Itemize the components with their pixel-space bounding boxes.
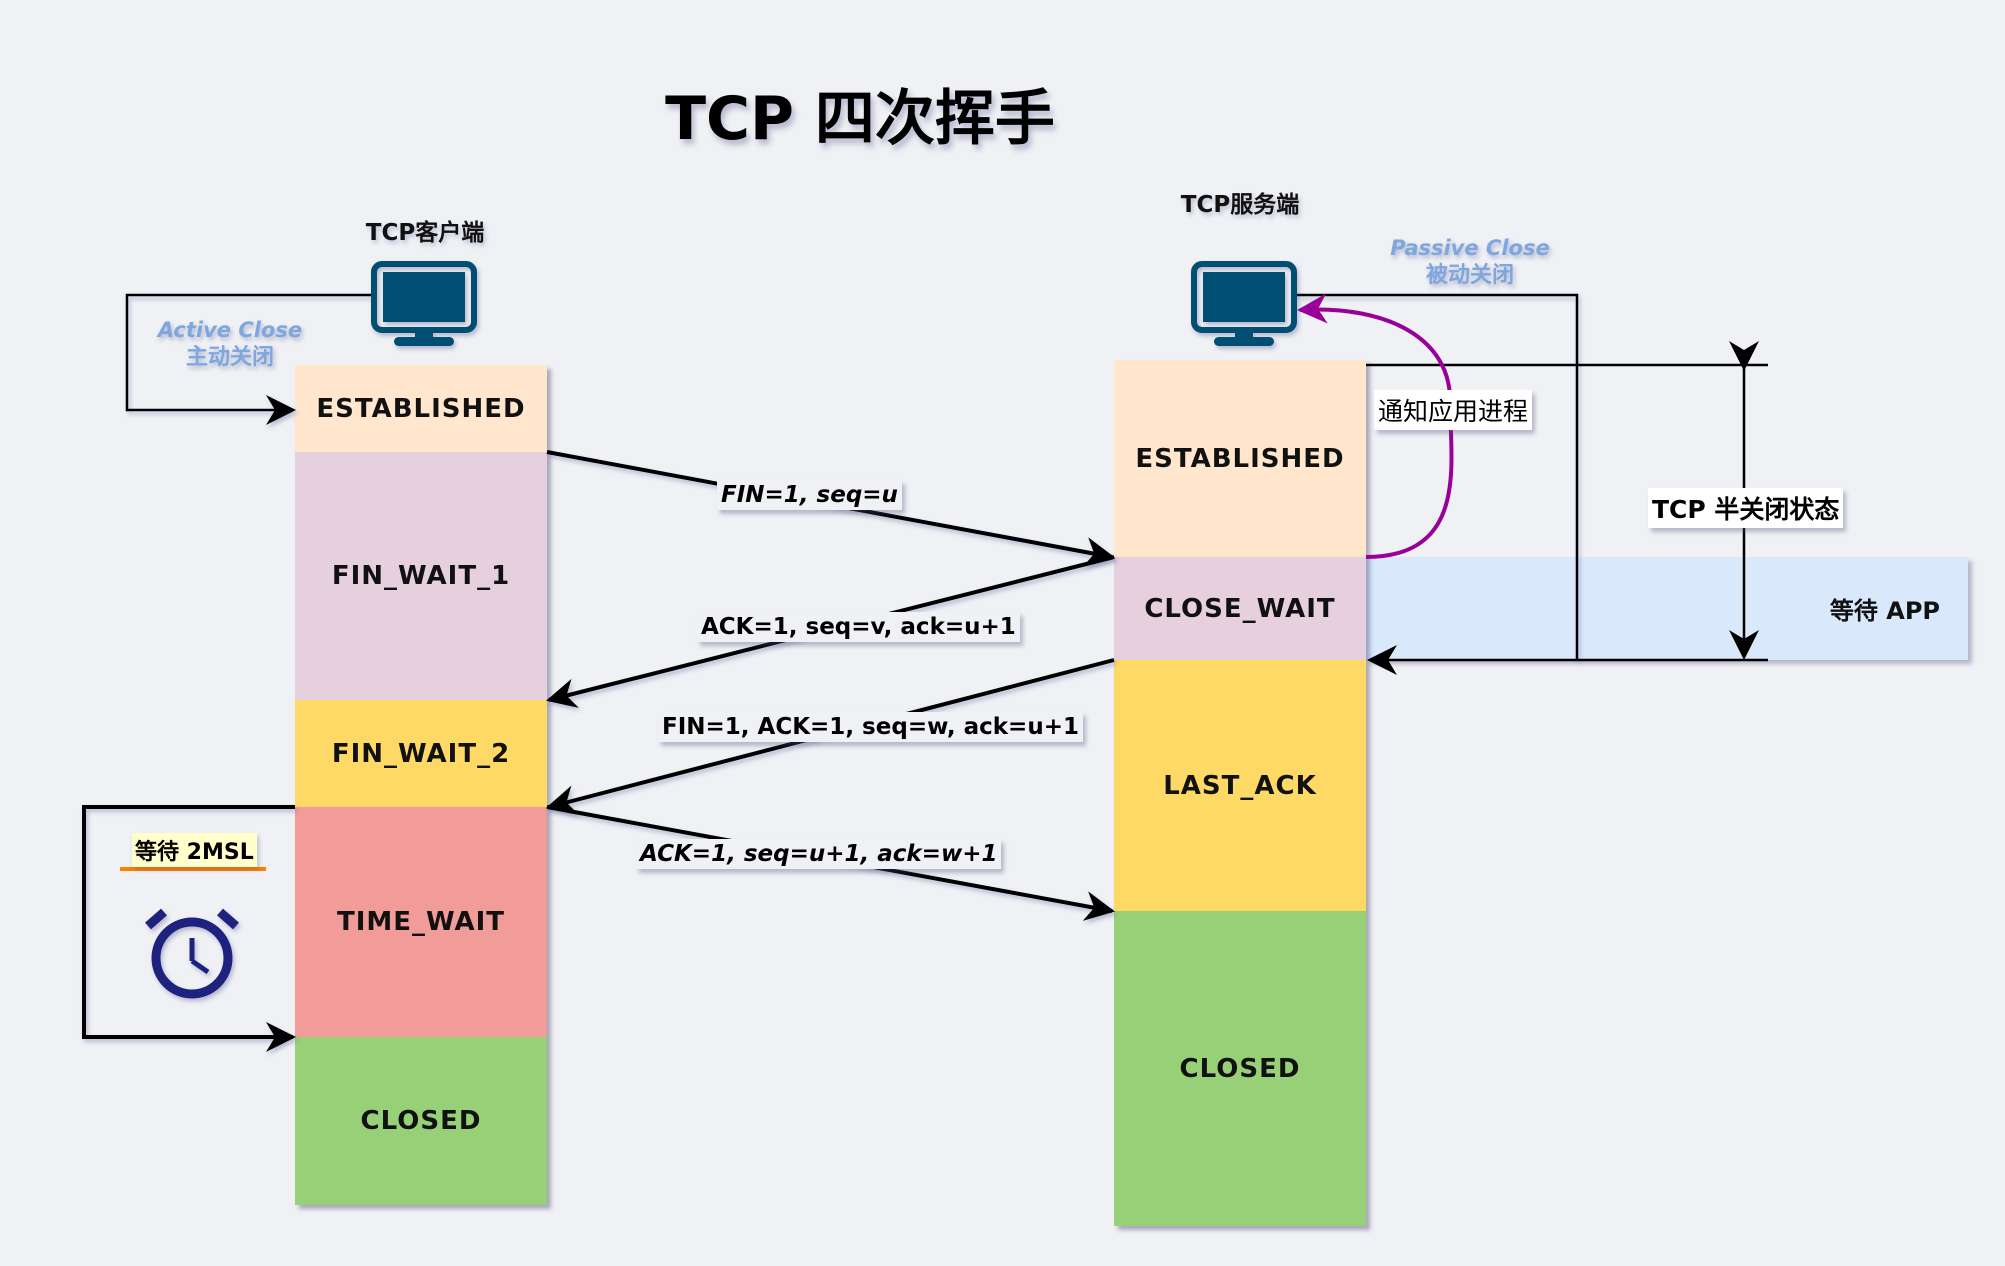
active-close-note: Active Close 主动关闭 [150,317,310,371]
client-state-column: ESTABLISHED FIN_WAIT_1 FIN_WAIT_2 TIME_W… [295,365,547,1205]
client-state-time-wait: TIME_WAIT [295,807,547,1037]
client-state-fin-wait-2: FIN_WAIT_2 [295,700,547,807]
msg-final-ack-label: ACK=1, seq=u+1, ack=w+1 [636,839,1002,869]
server-state-established: ESTABLISHED [1114,360,1366,557]
state-label: FIN_WAIT_2 [331,738,511,769]
client-state-fin-wait-1: FIN_WAIT_1 [295,452,547,700]
server-state-close-wait: CLOSE_WAIT [1114,557,1366,660]
state-label: CLOSED [360,1106,482,1136]
server-state-column: ESTABLISHED CLOSE_WAIT LAST_ACK CLOSED [1114,360,1366,1226]
server-state-closed: CLOSED [1114,911,1366,1226]
msg-fin-ack-label: FIN=1, ACK=1, seq=w, ack=u+1 [658,712,1083,742]
state-label: ESTABLISHED [316,393,526,424]
client-label: TCP客户端 [365,220,485,246]
client-monitor-icon [371,261,477,346]
active-close-zh: 主动关闭 [185,345,274,370]
msg-fin-label: FIN=1, seq=u [717,480,902,510]
alarm-clock-icon [145,908,239,999]
diagram-title: TCP 四次挥手 [665,84,1055,154]
server-monitor-icon [1191,261,1297,346]
passive-close-en: Passive Close [1390,236,1550,260]
server-label: TCP服务端 [1180,192,1300,218]
wait-app-label: 等待 APP [1829,597,1940,625]
notify-app-label: 通知应用进程 [1374,390,1533,430]
state-label: ESTABLISHED [1135,443,1345,474]
state-label: TIME_WAIT [336,907,506,937]
state-label: FIN_WAIT_1 [331,561,511,591]
client-state-established: ESTABLISHED [295,365,547,452]
notify-app-arrow [1297,293,1454,559]
wait-app-region: 等待 APP [1366,557,1968,660]
client-state-closed: CLOSED [295,1037,547,1205]
state-label: LAST_ACK [1163,770,1317,801]
server-state-last-ack: LAST_ACK [1114,660,1366,911]
time-wait-connector [82,805,296,1052]
passive-close-connector [1295,293,1579,660]
half-close-label: TCP 半关闭状态 [1648,488,1844,528]
passive-close-note: Passive Close 被动关闭 [1390,235,1550,289]
active-close-connector [125,293,372,425]
state-label: CLOSED [1179,1053,1301,1084]
active-close-en: Active Close [157,318,303,342]
msg-ack-label: ACK=1, seq=v, ack=u+1 [697,612,1020,642]
passive-close-zh: 被动关闭 [1425,263,1514,288]
wait-2msl-label: 等待 2MSL [132,833,257,867]
state-label: CLOSE_WAIT [1144,593,1336,624]
